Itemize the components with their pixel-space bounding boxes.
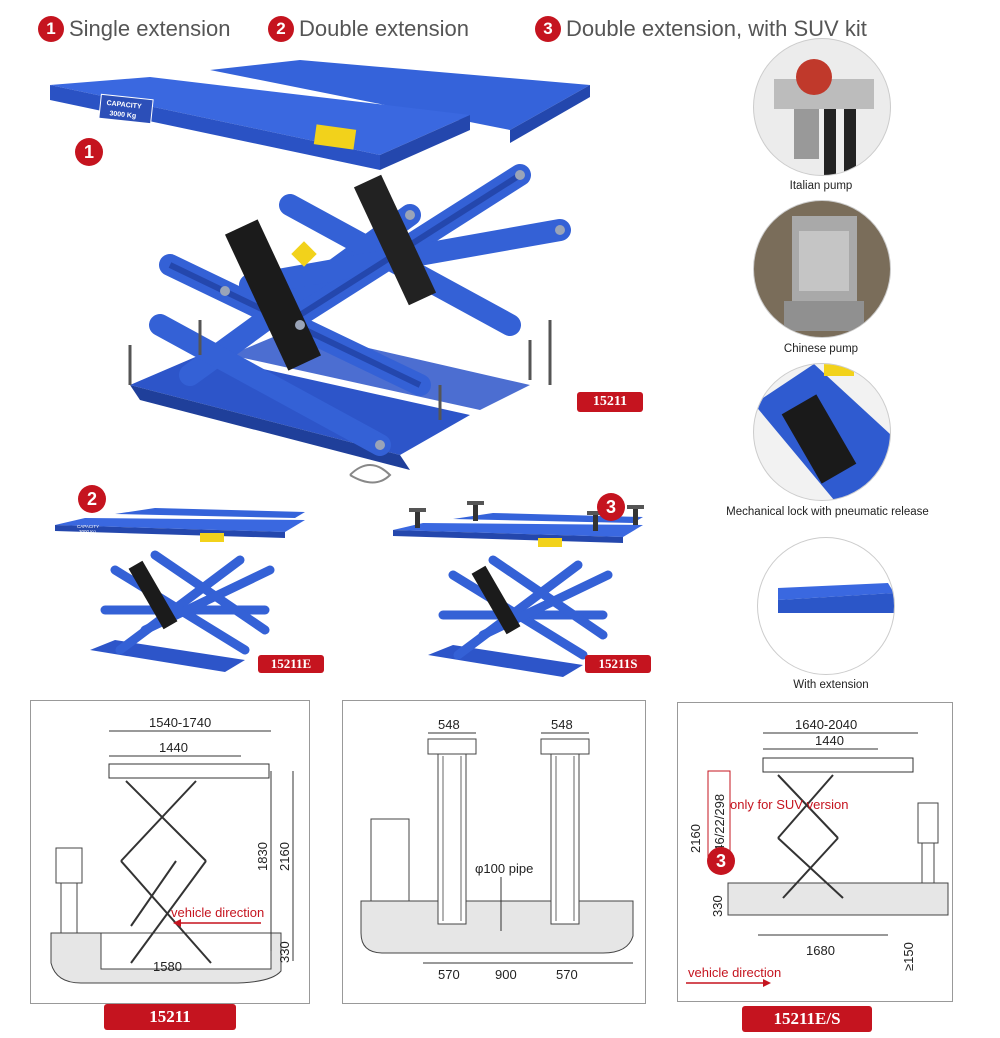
number-badge: 1 bbox=[38, 16, 64, 42]
extension-photo bbox=[757, 537, 895, 675]
dim-left-platform: 548 bbox=[438, 717, 460, 732]
suv-note: only for SUV version bbox=[730, 797, 849, 812]
main-lift-image: CAPACITY 3000 Kg bbox=[50, 55, 610, 495]
caption-with-extension: With extension bbox=[793, 679, 869, 691]
lift-15211e-image: CAPACITY 3000 Kg bbox=[55, 500, 310, 680]
dim-lift-height: 1830 bbox=[255, 842, 270, 871]
dim-pipe: φ100 pipe bbox=[475, 861, 533, 876]
header-single-extension: 1 Single extension bbox=[38, 16, 230, 42]
dim-base: 1580 bbox=[153, 959, 182, 974]
dim-top-width: 1540-1740 bbox=[149, 715, 211, 730]
dim-right-platform: 548 bbox=[551, 717, 573, 732]
mechanical-lock-photo bbox=[753, 363, 891, 501]
dim-pit-depth: 330 bbox=[277, 941, 292, 963]
lift-badge-1: 1 bbox=[75, 138, 103, 166]
capacity-line2: 3000 Kg bbox=[79, 529, 96, 534]
drawing-badge-3: 3 bbox=[707, 847, 735, 875]
dim-base: 1680 bbox=[806, 943, 835, 958]
lift-badge-2: 2 bbox=[78, 485, 106, 513]
header-suv-kit: 3 Double extension, with SUV kit bbox=[535, 16, 867, 42]
caption-mechanical-lock: Mechanical lock with pneumatic release bbox=[726, 506, 929, 518]
header-label: Double extension, with SUV kit bbox=[566, 16, 867, 41]
model-tag-15211s: 15211S bbox=[585, 655, 651, 673]
lift-badge-3: 3 bbox=[597, 493, 625, 521]
dim-total-height: 2160 bbox=[688, 824, 703, 853]
vehicle-direction-label: vehicle direction bbox=[171, 905, 264, 920]
header-label: Double extension bbox=[299, 16, 470, 41]
drawing-15211: 1540-1740 1440 1830 2160 330 1580 vehicl… bbox=[30, 700, 310, 1004]
dim-suv-heights: 146/22/298 bbox=[712, 794, 727, 859]
number-badge: 2 bbox=[268, 16, 294, 42]
capacity-line1: CAPACITY bbox=[77, 524, 99, 529]
dim-pit-depth: 330 bbox=[710, 895, 725, 917]
dim-platform: 1440 bbox=[815, 733, 844, 748]
model-tag-15211e: 15211E bbox=[258, 655, 324, 673]
lift-15211s-image bbox=[393, 495, 648, 685]
model-tag-drawing-15211: 15211 bbox=[104, 1004, 236, 1030]
model-tag-15211: 15211 bbox=[577, 392, 643, 412]
dim-middle: 900 bbox=[495, 967, 517, 982]
number-badge: 3 bbox=[535, 16, 561, 42]
italian-pump-photo bbox=[753, 38, 891, 176]
model-tag-drawing-15211es: 15211E/S bbox=[742, 1006, 872, 1032]
dim-right: 570 bbox=[556, 967, 578, 982]
dim-min-gap: ≥150 bbox=[901, 942, 916, 971]
capacity-line2: 3000 Kg bbox=[109, 110, 136, 120]
header-double-extension: 2 Double extension bbox=[268, 16, 469, 42]
chinese-pump-photo bbox=[753, 200, 891, 338]
header-label: Single extension bbox=[69, 16, 231, 41]
caption-italian-pump: Italian pump bbox=[789, 180, 853, 192]
dim-total-height: 2160 bbox=[277, 842, 292, 871]
vehicle-direction-label: vehicle direction bbox=[688, 965, 781, 980]
capacity-line1: CAPACITY bbox=[106, 100, 142, 111]
dim-platform: 1440 bbox=[159, 740, 188, 755]
dim-top-width: 1640-2040 bbox=[795, 717, 857, 732]
drawing-front-view: 548 548 φ100 pipe 570 900 570 bbox=[342, 700, 646, 1004]
caption-chinese-pump: Chinese pump bbox=[783, 343, 859, 355]
dim-left: 570 bbox=[438, 967, 460, 982]
